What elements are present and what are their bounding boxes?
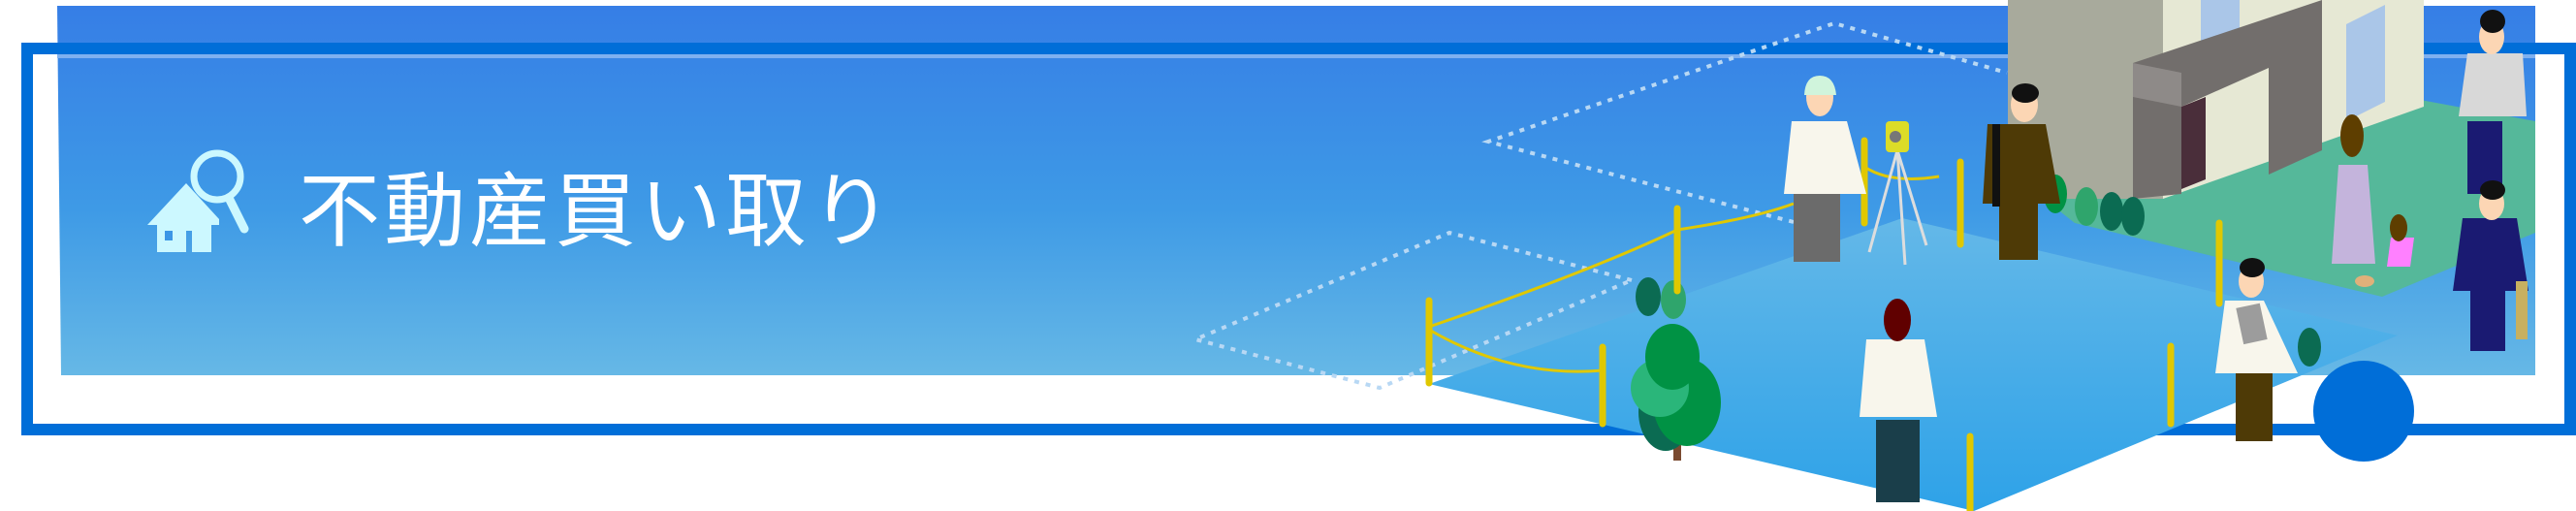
tree [1631,324,1721,461]
dotted-outline [1189,20,2008,391]
person-brown-suit [1983,83,2060,260]
person-surveyor [1784,76,1866,262]
house-search-icon [147,149,249,252]
page-title: 不動産買い取り [299,164,897,259]
accent-circle [2313,361,2414,462]
ropes [1428,165,1940,373]
person-clipboard [2215,258,2298,441]
person-back-view [1860,299,1937,502]
person-child [2387,214,2414,267]
poles [1425,137,2223,511]
person-woman [2332,114,2375,287]
highlight-line [57,54,2535,58]
person-navy-suit [2453,180,2528,351]
survey-tripod [1867,121,1928,266]
